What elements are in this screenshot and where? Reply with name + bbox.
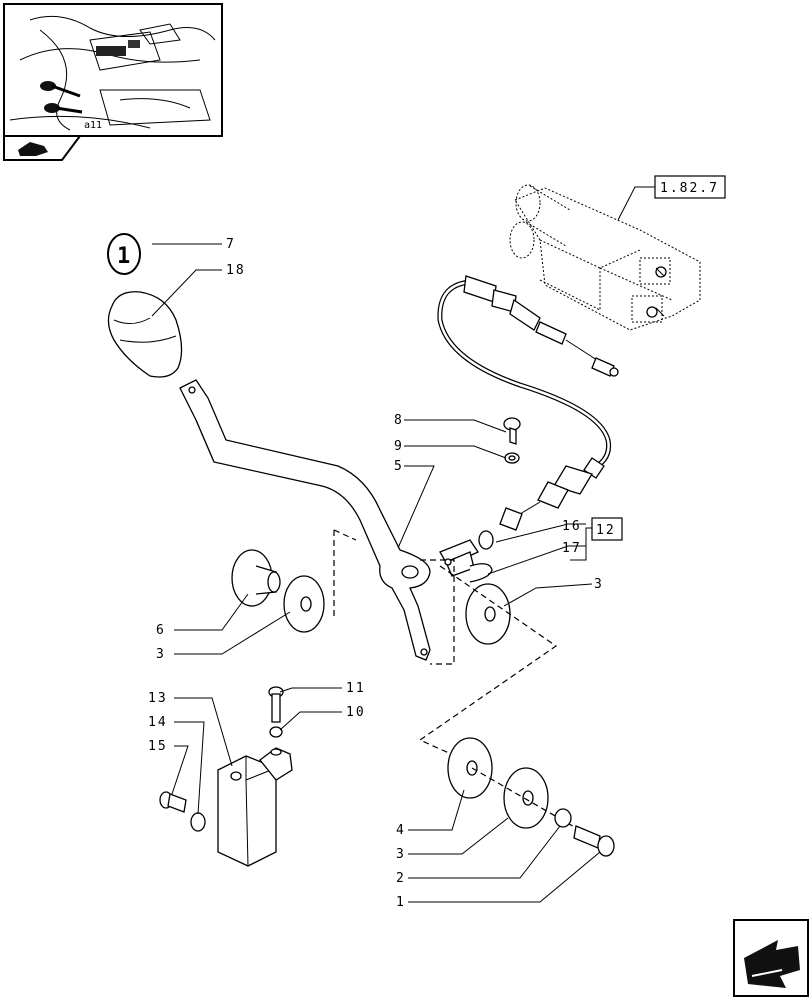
callout-3-lower[interactable]: 3 xyxy=(396,847,406,862)
view-toggle-icon[interactable] xyxy=(3,135,82,161)
callout-6[interactable]: 6 xyxy=(156,623,166,638)
control-valve-block xyxy=(509,184,701,331)
callout-1[interactable]: 1 xyxy=(396,895,406,910)
callout-15[interactable]: 15 xyxy=(148,739,168,754)
washer-14 xyxy=(190,812,206,832)
callout-4[interactable]: 4 xyxy=(396,823,406,838)
screw-15 xyxy=(159,791,187,813)
washer-9 xyxy=(504,452,520,464)
washer-3-right xyxy=(465,583,511,645)
lever-knob xyxy=(107,291,183,378)
callout-13[interactable]: 13 xyxy=(148,691,168,706)
callout-leaders xyxy=(151,243,601,903)
callout-7[interactable]: 7 xyxy=(226,237,236,252)
overview-thumbnail[interactable]: a11 xyxy=(3,3,223,137)
screw-8 xyxy=(503,417,521,445)
ref-box-12[interactable] xyxy=(591,517,623,541)
callout-10[interactable]: 10 xyxy=(346,705,366,720)
callout-17[interactable]: 17 xyxy=(562,541,582,556)
callout-3-left[interactable]: 3 xyxy=(156,647,166,662)
gear-lever xyxy=(179,379,431,661)
axis-line-lower xyxy=(471,767,591,837)
callout-3-upper[interactable]: 3 xyxy=(594,577,604,592)
bolt-11 xyxy=(268,686,284,723)
callout-5[interactable]: 5 xyxy=(394,459,404,474)
ref-label-1-82-7: 1.82.7 xyxy=(660,181,719,196)
bolt-1 xyxy=(573,825,615,857)
callout-8[interactable]: 8 xyxy=(394,413,404,428)
ref-label-12: 12 xyxy=(596,523,616,538)
bracket-13 xyxy=(217,747,293,867)
pivot-pin-6 xyxy=(231,549,281,607)
washer-2 xyxy=(554,808,572,828)
washer-10 xyxy=(269,726,283,738)
svg-text:a11: a11 xyxy=(84,120,102,131)
callout-2[interactable]: 2 xyxy=(396,871,406,886)
axis-line-lever xyxy=(420,559,455,665)
callout-14[interactable]: 14 xyxy=(148,715,168,730)
callout-16[interactable]: 16 xyxy=(562,519,582,534)
callout-9[interactable]: 9 xyxy=(394,439,404,454)
callout-18[interactable]: 18 xyxy=(226,263,246,278)
washer-4 xyxy=(447,737,493,799)
next-page-arrow-icon[interactable] xyxy=(733,919,809,997)
legend-symbol: 1 xyxy=(107,233,141,275)
control-cable xyxy=(437,275,619,583)
washer-3-left xyxy=(283,575,325,633)
callout-11[interactable]: 11 xyxy=(346,681,366,696)
legend-symbol-label: 1 xyxy=(117,244,130,269)
axis-line-upper xyxy=(333,529,558,759)
washer-3-lower xyxy=(503,767,549,829)
